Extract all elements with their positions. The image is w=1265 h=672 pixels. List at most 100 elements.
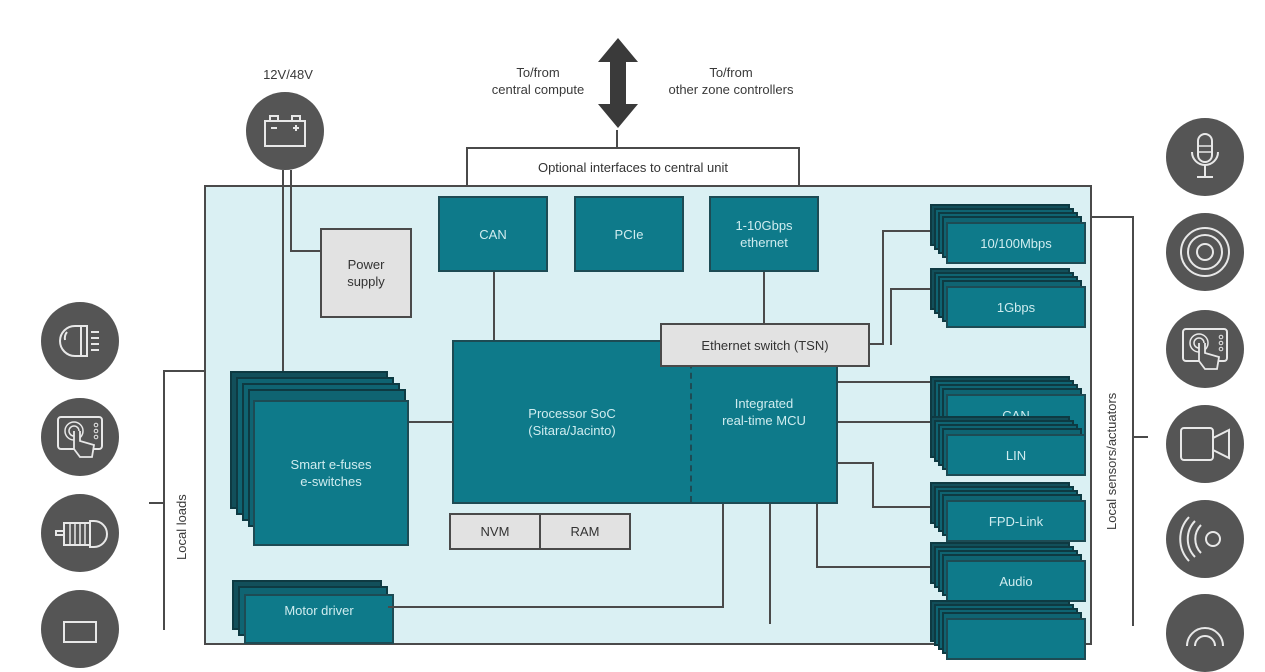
optional-interfaces-box: Optional interfaces to central unit: [466, 147, 800, 187]
interface-label: 10/100Mbps: [980, 235, 1052, 251]
mcu-line1: Integrated: [734, 396, 794, 411]
camera-icon-circle: [1166, 405, 1244, 483]
mcu-line2: real-time MCU: [722, 413, 806, 428]
motor-icon: [55, 520, 108, 548]
power-supply-line1: Power: [347, 257, 385, 272]
ethernet-10g-line1: 1-10Gbps: [735, 218, 793, 233]
device-icon: [63, 621, 97, 643]
interface-label: Audio: [999, 573, 1033, 589]
arrow-right-label-line1: To/from: [709, 65, 753, 80]
can-to-soc-line: [493, 272, 495, 342]
can-top-block: CAN: [438, 196, 548, 272]
interface-label: LIN: [1005, 447, 1027, 463]
interface-block: [946, 618, 1086, 660]
motor-icon-circle: [41, 494, 119, 572]
can-top-label: CAN: [479, 226, 507, 242]
sensor-icon-circle: [1166, 594, 1244, 672]
pcie-block: PCIe: [574, 196, 684, 272]
interface-block: FPD-Link: [946, 500, 1086, 542]
local-loads-bracket-top: [163, 370, 205, 372]
mcu-to-fpd-line-v: [872, 462, 874, 508]
mcu-to-fpd-line-h1: [838, 462, 874, 464]
mcu-to-lin-line: [838, 421, 932, 423]
motor-driver-label: Motor driver: [284, 603, 354, 618]
sensors-bracket: [1132, 216, 1134, 626]
speaker-icon-circle: [1166, 213, 1244, 291]
pcie-label: PCIe: [614, 226, 644, 242]
battery-icon: [264, 115, 306, 147]
soc-line2: (Sitara/Jacinto): [528, 423, 616, 438]
touchscreen-icon: [1182, 328, 1228, 370]
switch-to-10-100-v: [882, 230, 884, 345]
arrow-left-label-line1: To/from: [516, 65, 560, 80]
power-source-label: 12V/48V: [263, 67, 313, 82]
switch-to-1g-v: [890, 288, 892, 345]
battery-icon-circle: [246, 92, 324, 170]
ethernet-switch-block: Ethernet switch (TSN): [660, 323, 870, 367]
eth-to-switch-line: [763, 272, 765, 324]
mcu-to-motor-line-v: [722, 504, 724, 608]
headlight-icon-circle: [41, 302, 119, 380]
power-line-1: [282, 170, 284, 375]
touchscreen-icon-circle-right: [1166, 310, 1244, 388]
interface-block: Audio: [946, 560, 1086, 602]
switch-out-line: [870, 343, 884, 345]
local-sensors-label: Local sensors/actuators: [1104, 392, 1119, 530]
bidirectional-arrow-icon: [598, 38, 638, 128]
sensors-bracket-tick: [1132, 436, 1148, 438]
nvm-block: NVM: [449, 513, 541, 550]
local-loads-bracket: [163, 370, 165, 630]
arrow-connector: [616, 130, 618, 148]
efuse-block: Smart e-fuses e-switches: [253, 400, 409, 546]
mcu-to-fpd-line-h2: [872, 506, 932, 508]
touchscreen-icon-circle-left: [41, 398, 119, 476]
arrow-right-label-line2: other zone controllers: [668, 82, 794, 97]
microphone-icon: [1191, 133, 1219, 178]
soc-mcu-divider: [690, 342, 692, 502]
interface-block: LIN: [946, 434, 1086, 476]
interface-label: FPD-Link: [988, 513, 1044, 529]
radar-icon: [1179, 516, 1221, 562]
soc-section: Processor SoC (Sitara/Jacinto): [454, 342, 690, 502]
ram-label: RAM: [570, 524, 600, 539]
soc-line1: Processor SoC: [528, 406, 616, 421]
efuse-to-soc-line: [409, 421, 453, 423]
mcu-bottom-line: [769, 504, 771, 624]
ram-block: RAM: [539, 513, 631, 550]
ethernet-10g-line2: ethernet: [740, 235, 788, 250]
mcu-to-motor-line-h: [388, 606, 724, 608]
mcu-to-audio-line-h: [816, 566, 932, 568]
optional-interfaces-label: Optional interfaces to central unit: [537, 160, 729, 175]
device-icon-circle: [41, 590, 119, 668]
arrow-right-label: To/from other zone controllers: [646, 64, 816, 98]
processor-soc-block: Processor SoC (Sitara/Jacinto) Integrate…: [452, 340, 838, 504]
mcu-section: Integrated real-time MCU: [692, 342, 836, 482]
mcu-to-can-line: [838, 381, 932, 383]
speaker-icon: [1180, 227, 1230, 277]
camera-icon: [1180, 427, 1230, 461]
switch-to-10-100-h: [882, 230, 932, 232]
switch-to-1g-h: [890, 288, 932, 290]
local-loads-label: Local loads: [174, 494, 189, 560]
interface-label: 1Gbps: [996, 299, 1036, 315]
headlight-icon: [59, 325, 99, 357]
arrow-left-label: To/from central compute: [468, 64, 608, 98]
touchscreen-icon: [57, 416, 103, 458]
ethernet-switch-label: Ethernet switch (TSN): [701, 337, 829, 353]
power-supply-line2: supply: [347, 274, 385, 289]
power-line-2: [290, 170, 292, 250]
efuse-line2: e-switches: [300, 474, 362, 489]
power-line-2-h: [290, 250, 320, 252]
sensors-bracket-top: [1092, 216, 1134, 218]
ethernet-10g-block: 1-10Gbps ethernet: [709, 196, 819, 272]
interface-block: 10/100Mbps: [946, 222, 1086, 264]
local-loads-bracket-tick: [149, 502, 165, 504]
radar-icon-circle: [1166, 500, 1244, 578]
microphone-icon-circle: [1166, 118, 1244, 196]
efuse-line1: Smart e-fuses: [290, 457, 372, 472]
motor-driver-block: Motor driver: [244, 594, 394, 644]
mcu-to-audio-line-v: [816, 504, 818, 568]
power-supply-block: Power supply: [320, 228, 412, 318]
nvm-label: NVM: [480, 524, 510, 539]
interface-block: 1Gbps: [946, 286, 1086, 328]
